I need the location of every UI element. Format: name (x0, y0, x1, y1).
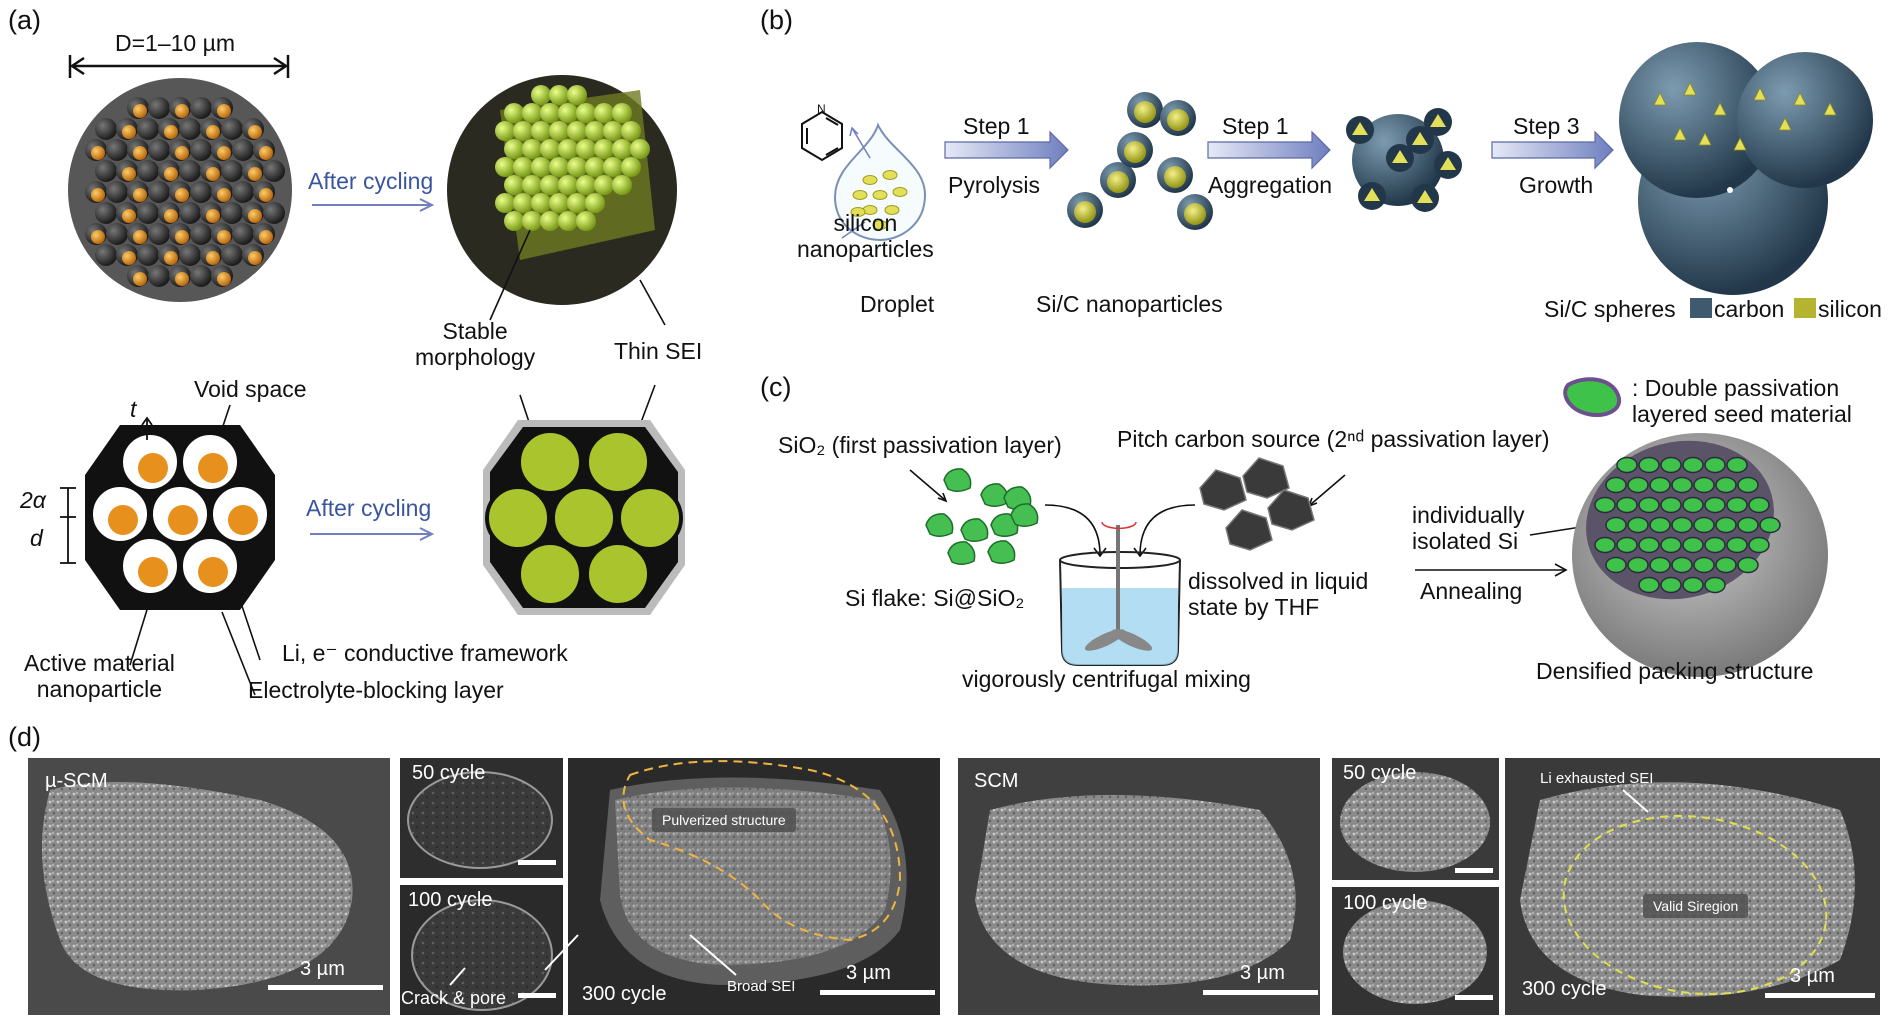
crack-pore-label: Crack & pore (401, 988, 507, 1008)
scale-bar-100b (1455, 995, 1493, 1000)
step1-label-b: Step 1 (1222, 113, 1289, 139)
sic-spheres-label: Si/C spheres (1544, 296, 1676, 322)
droplet-label: Droplet (860, 291, 935, 317)
sic-nanoparticles-label: Si/C nanoparticles (1036, 291, 1223, 317)
cycle-300-label-b: 300 cycle (1522, 978, 1607, 1000)
step1-label-a: Step 1 (963, 113, 1030, 139)
void-space-label: Void space (194, 376, 307, 402)
two-alpha-label: 2α (20, 487, 46, 513)
double-passivation-label: : Double passivation layered seed materi… (1632, 375, 1852, 428)
active-material-label: Active material nanoparticle (24, 650, 175, 703)
annealing-label: Annealing (1420, 578, 1523, 604)
li-exhausted-sei-label: Li exhausted SEI (1540, 770, 1654, 787)
broad-sei-label: Broad SEI (727, 978, 796, 995)
pyrolysis-label: Pyrolysis (948, 172, 1041, 198)
thin-sei-label: Thin SEI (614, 338, 703, 364)
scale-bar-3 (1203, 990, 1318, 995)
pitch-carbon-label: Pitch carbon source (2ⁿᵈ passivation lay… (1117, 426, 1550, 452)
electrolyte-blocking-label: Electrolyte-blocking layer (248, 677, 504, 703)
valid-si-region-label: Valid Siregion (1643, 894, 1749, 918)
panel-label-a: (a) (8, 5, 41, 35)
scale-label-2: 3 µm (846, 962, 891, 984)
scale-bar-4 (1765, 993, 1875, 998)
legend-silicon-label: silicon (1818, 296, 1882, 322)
scale-bar-50b (1455, 868, 1493, 873)
densified-packing-label: Densified packing structure (1536, 658, 1814, 684)
scale-bar-1 (268, 985, 383, 990)
stable-morphology-label: Stable morphology (415, 318, 536, 371)
d-label: d (30, 525, 43, 551)
scale-bar-50a (518, 860, 556, 865)
step3-label: Step 3 (1513, 113, 1580, 139)
sem-panels (28, 758, 1880, 1015)
dissolved-thf-label: dissolved in liquid state by THF (1188, 568, 1369, 621)
after-cycling-bottom: After cycling (306, 495, 432, 521)
scale-bar-2 (820, 990, 935, 995)
conductive-framework-label: Li, e⁻ conductive framework (282, 640, 568, 666)
scale-label-1: 3 µm (300, 958, 345, 980)
legend-carbon-label: carbon (1714, 296, 1785, 322)
uscm-label: µ-SCM (45, 770, 108, 792)
isolated-si-label: individually isolated Si (1412, 502, 1525, 555)
t-label: t (130, 396, 137, 422)
svg-text:N: N (817, 102, 826, 116)
panel-label-d: (d) (8, 722, 41, 752)
panel-label-b: (b) (760, 5, 793, 35)
cycle-50-label-a: 50 cycle (412, 762, 486, 784)
diameter-label: D=1–10 µm (115, 30, 236, 56)
mixing-label: vigorously centrifugal mixing (962, 666, 1251, 692)
cycle-300-label-a: 300 cycle (582, 983, 667, 1005)
scm-label: SCM (974, 770, 1019, 792)
after-cycling-top: After cycling (308, 168, 434, 194)
growth-label: Growth (1519, 172, 1594, 198)
sio2-label: SiO₂ (first passivation layer) (778, 432, 1062, 458)
si-flake-label: Si flake: Si@SiO₂ (845, 585, 1025, 611)
scale-label-4: 3 µm (1790, 965, 1835, 987)
scale-bar-100a (518, 993, 556, 998)
scale-label-3: 3 µm (1240, 962, 1285, 984)
cycle-50-label-b: 50 cycle (1343, 762, 1417, 784)
cycle-100-label-a: 100 cycle (408, 889, 493, 911)
silicon-nanoparticles-label: silicon nanoparticles (797, 210, 934, 263)
panel-label-c: (c) (760, 372, 792, 402)
cycle-100-label-b: 100 cycle (1343, 892, 1428, 914)
pulverized-structure-label: Pulverized structure (652, 808, 796, 832)
aggregation-label: Aggregation (1208, 172, 1333, 198)
